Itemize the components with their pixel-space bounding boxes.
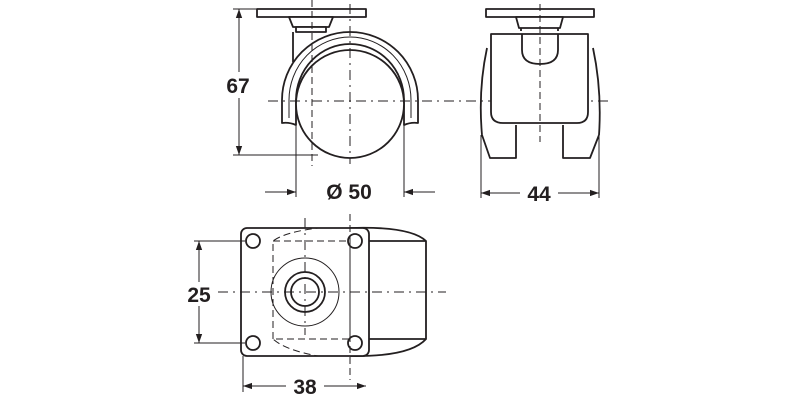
fork-body (490, 33, 589, 124)
mounting-hole (347, 233, 363, 249)
dimension-height-label: 67 (226, 75, 249, 98)
swivel-stem (515, 16, 564, 29)
swivel-collar (295, 26, 327, 33)
dimension-hole-horizontal-label: 38 (293, 376, 317, 399)
mounting-hole (245, 233, 261, 249)
dimension-hole-vertical-label: 25 (187, 284, 211, 307)
dimension-diameter-label: Ø 50 (326, 181, 372, 204)
wheel-horn (281, 31, 419, 126)
wheel-sides (479, 47, 601, 159)
horn-inner-edge (288, 36, 412, 118)
front-view: 44 (479, 4, 601, 206)
top-view: 25 38 (182, 214, 446, 399)
swivel-stem (288, 16, 334, 28)
mounting-hole (347, 335, 363, 351)
hidden-fork-outline (271, 227, 351, 357)
mounting-hole (245, 335, 261, 351)
dimension-width-label: 44 (527, 183, 551, 206)
stem-edge (520, 28, 559, 31)
